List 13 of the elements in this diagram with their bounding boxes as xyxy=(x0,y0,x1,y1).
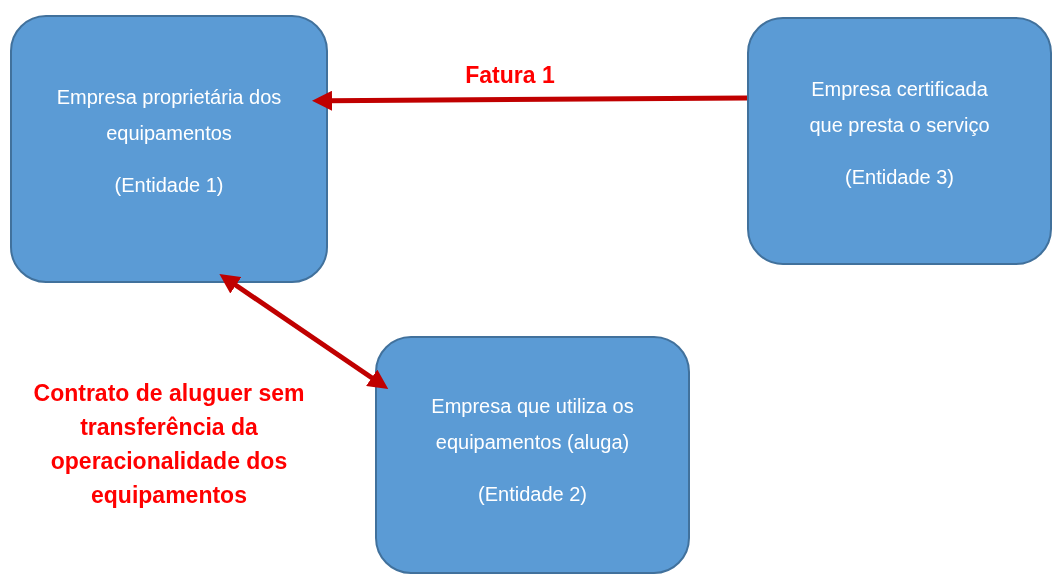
box-text: Empresa proprietária dos equipamentos xyxy=(56,85,282,146)
box-text: Empresa certificada que presta o serviço xyxy=(808,77,991,138)
arrow xyxy=(312,90,747,111)
edge-label: Contrato de aluguer sem transferência da operacionalidade dos equipamentos xyxy=(32,379,306,510)
rounded-box xyxy=(747,17,1052,265)
arrow xyxy=(219,274,389,390)
box-text: (Entidade 1) xyxy=(114,173,224,198)
box-text: Empresa que utiliza os equipamentos (aluga) xyxy=(430,394,635,455)
box-text: (Entidade 3) xyxy=(845,165,954,190)
box-text: (Entidade 2) xyxy=(478,482,587,507)
edge-label: Fatura 1 xyxy=(464,61,556,90)
rounded-box xyxy=(10,15,328,283)
rounded-box xyxy=(375,336,690,574)
